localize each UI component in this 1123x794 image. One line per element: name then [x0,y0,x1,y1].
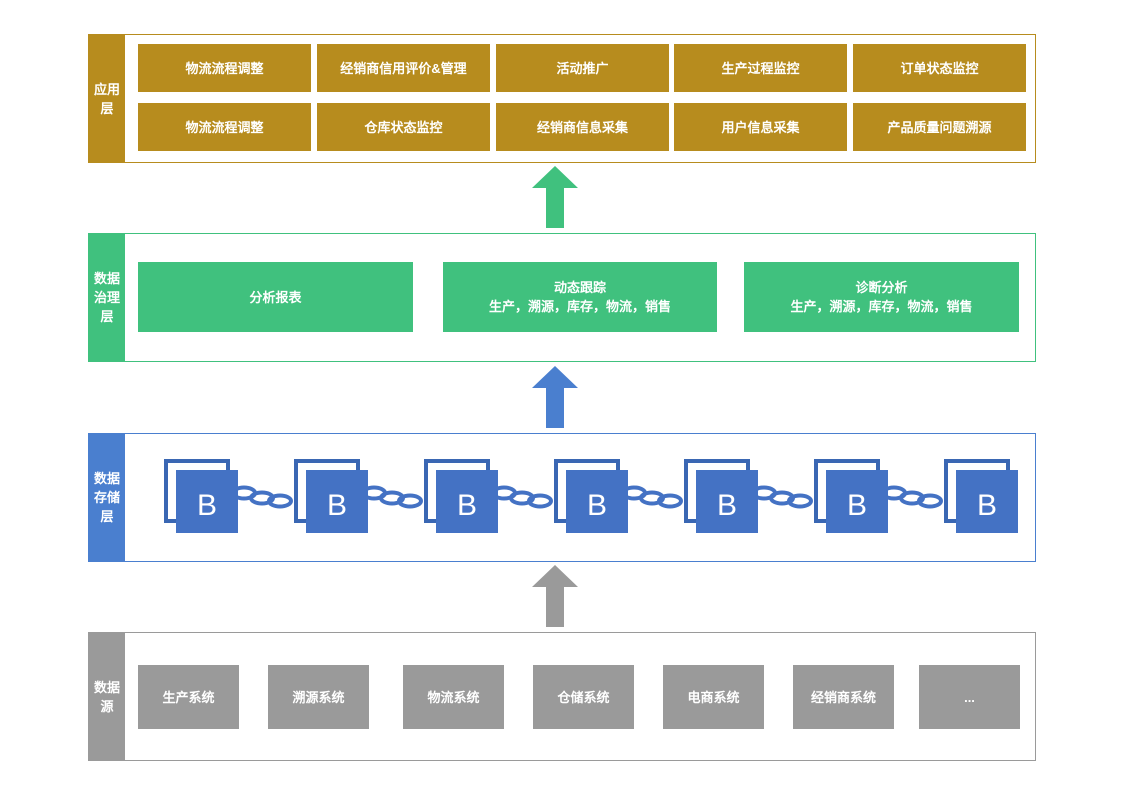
app-item: 用户信息采集 [674,103,847,151]
application-layer-label: 应用 层 [89,35,125,162]
block-icon: B [814,459,888,533]
source-system-box: ... [919,665,1020,729]
source-system-box: 物流系统 [403,665,504,729]
chain-link-icon [621,485,683,509]
block-icon: B [554,459,628,533]
block-icon: B [424,459,498,533]
app-item: 物流流程调整 [138,44,311,92]
block-label: B [197,489,217,522]
box-subtitle: 生产，溯源，库存，物流，销售 [488,299,671,314]
data-governance-layer: 数据 治理 层 分析报表 动态跟踪 生产，溯源，库存，物流，销售 诊断分析 生产… [88,233,1036,362]
app-item: 物流流程调整 [138,103,311,151]
governance-layer-label: 数据 治理 层 [89,234,125,361]
app-item: 订单状态监控 [853,44,1026,92]
app-item: 经销商信用评价&管理 [317,44,490,92]
app-item: 仓库状态监控 [317,103,490,151]
box-title: 诊断分析 [855,280,908,295]
data-source-layer: 数据 源 生产系统 溯源系统 物流系统 仓储系统 电商系统 经销商系统 ... [88,632,1036,761]
chain-link-icon [361,485,423,509]
block-label: B [587,489,607,522]
block-icon: B [944,459,1018,533]
box-title: 分析报表 [249,289,302,305]
block-icon: B [164,459,238,533]
source-system-box: 溯源系统 [268,665,369,729]
source-system-box: 生产系统 [138,665,239,729]
block-icon: B [294,459,368,533]
app-item: 产品质量问题溯源 [853,103,1026,151]
box-title: 动态跟踪 [553,280,606,295]
up-arrow-icon [532,366,578,428]
block-label: B [847,489,867,522]
chain-link-icon [231,485,293,509]
block-label: B [717,489,737,522]
source-system-box: 电商系统 [663,665,764,729]
box-subtitle: 生产，溯源，库存，物流，销售 [790,299,973,314]
app-item: 活动推广 [496,44,669,92]
app-item: 经销商信息采集 [496,103,669,151]
app-item: 生产过程监控 [674,44,847,92]
up-arrow-icon [532,166,578,228]
source-system-box: 仓储系统 [533,665,634,729]
block-label: B [457,489,477,522]
diagnostic-analysis-box: 诊断分析 生产，溯源，库存，物流，销售 [744,262,1019,332]
source-layer-label: 数据 源 [89,633,125,760]
chain-link-icon [491,485,553,509]
storage-layer-label: 数据 存储 层 [89,434,125,561]
data-storage-layer: 数据 存储 层 B B B B B B B [88,433,1036,562]
source-system-box: 经销商系统 [793,665,894,729]
block-icon: B [684,459,758,533]
block-label: B [327,489,347,522]
application-layer: 应用 层 物流流程调整 经销商信用评价&管理 活动推广 生产过程监控 订单状态监… [88,34,1036,163]
chain-link-icon [881,485,943,509]
analysis-report-box: 分析报表 [138,262,413,332]
dynamic-tracking-box: 动态跟踪 生产，溯源，库存，物流，销售 [443,262,717,332]
block-label: B [977,489,997,522]
chain-link-icon [751,485,813,509]
up-arrow-icon [532,565,578,627]
